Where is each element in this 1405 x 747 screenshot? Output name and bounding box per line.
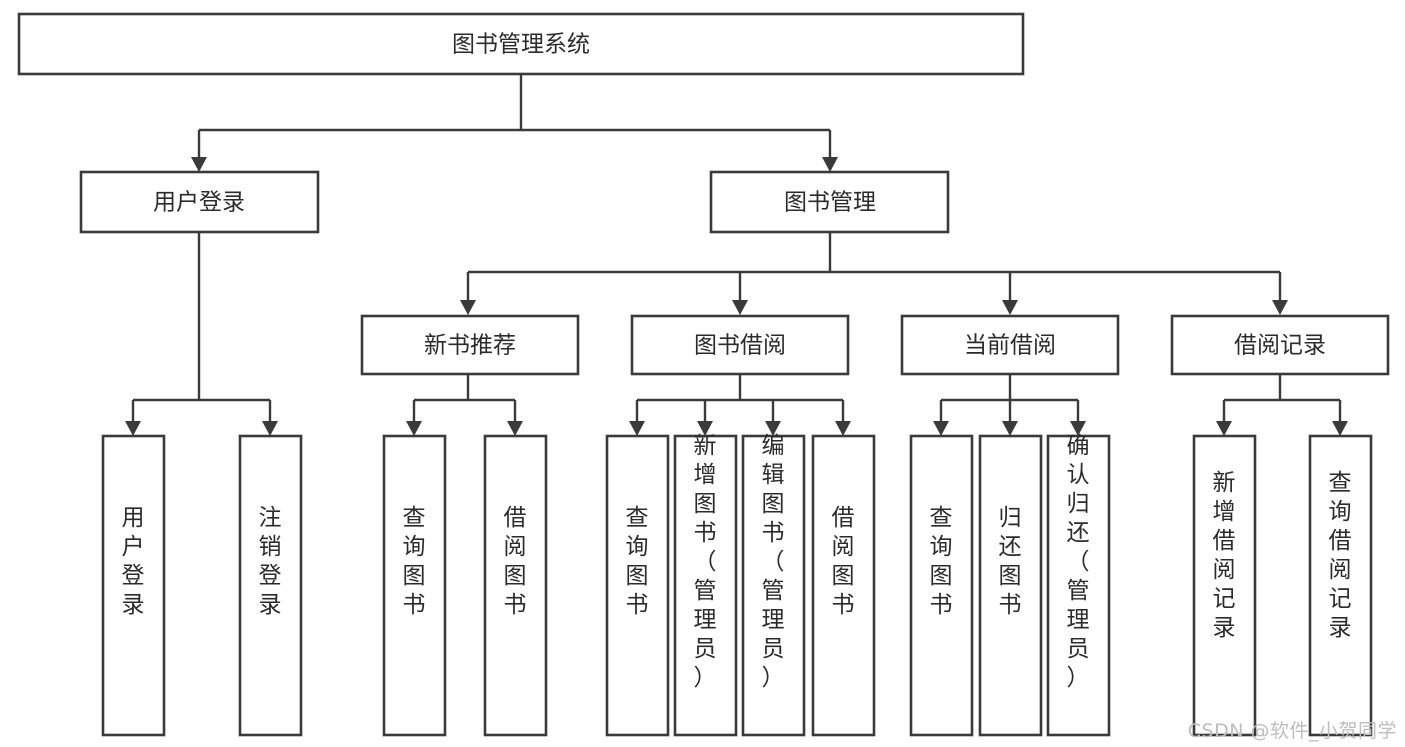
arrow-bookmgmt-to-record (1272, 300, 1288, 315)
leaf-cb-query-book-label: 查询图书 (930, 505, 953, 618)
leaf-node[interactable]: 查询图书 (605, 434, 670, 737)
leaf-logout-label: 注销登录 (259, 505, 282, 618)
arrow-root-to-bookmgmt (822, 157, 838, 172)
node-root-system[interactable]: 图书管理系统 (17, 12, 1025, 76)
leaf-bb-edit-book-label: 编辑图书（管理员） (762, 433, 785, 691)
leaf-node[interactable]: 借阅图书 (811, 434, 876, 737)
leaf-br-query-record-label: 查询借阅记录 (1329, 470, 1352, 641)
csdn-watermark: CSDN @软件_小贺同学 (1187, 720, 1397, 742)
leaf-node[interactable]: 用户登录 (101, 434, 166, 737)
leaf-node[interactable]: 归还图书 (978, 434, 1043, 737)
node-current-borrow-label: 当前借阅 (964, 333, 1056, 359)
leaf-nb-borrow-book-label: 借阅图书 (504, 505, 527, 618)
leaf-bb-edit-book-box[interactable] (741, 434, 806, 737)
node-root-box[interactable] (17, 12, 1025, 76)
leaf-node[interactable]: 注销登录 (238, 434, 303, 737)
leaf-bb-borrow-book-box[interactable] (811, 434, 876, 737)
leaf-bb-add-book-label: 新增图书（管理员） (694, 433, 717, 691)
node-borrow-record-label: 借阅记录 (1234, 333, 1326, 359)
leaf-bb-query-book-label: 查询图书 (626, 505, 649, 618)
node-current-borrow[interactable]: 当前借阅 (900, 314, 1120, 376)
leaf-br-add-record-box[interactable] (1192, 434, 1257, 737)
leaf-node[interactable]: 查询图书 (382, 434, 447, 737)
node-book-borrow[interactable]: 图书借阅 (630, 314, 850, 376)
node-user-login[interactable]: 用户登录 (79, 170, 320, 234)
leaf-logout-box[interactable] (238, 434, 303, 737)
connector-group-root (191, 74, 838, 172)
arrow-borrow-leaf-1 (629, 421, 645, 436)
leaf-br-add-record-label: 新增借阅记录 (1213, 470, 1236, 641)
leaf-cb-return-book-label: 归还图书 (999, 505, 1022, 618)
connector-group-login (125, 232, 278, 436)
connector-group-bookmgmt (460, 232, 1288, 315)
leaf-node[interactable]: 借阅图书 (483, 434, 548, 737)
connector-group-newbook (406, 374, 523, 436)
arrow-record-leaf-1 (1216, 421, 1232, 436)
arrow-login-leaf-1 (125, 421, 141, 436)
node-book-management-label: 图书管理 (784, 190, 876, 216)
node-book-borrow-label: 图书借阅 (694, 333, 786, 359)
leaf-node[interactable]: 新增借阅记录 (1192, 434, 1257, 737)
connector-group-current (933, 374, 1086, 436)
connector-group-borrow (629, 374, 851, 436)
node-user-login-box[interactable] (79, 170, 320, 234)
arrow-borrow-leaf-4 (835, 421, 851, 436)
leaf-user-login-box[interactable] (101, 434, 166, 737)
arrow-current-leaf-1 (933, 421, 949, 436)
leaf-cb-return-book-box[interactable] (978, 434, 1043, 737)
leaf-node[interactable]: 查询借阅记录 (1308, 434, 1373, 737)
leaf-node[interactable]: 新增图书（管理员） (673, 433, 738, 737)
node-new-book-recommend-label: 新书推荐 (424, 333, 516, 359)
leaf-bb-query-book-box[interactable] (605, 434, 670, 737)
node-book-borrow-box[interactable] (630, 314, 850, 376)
node-borrow-record[interactable]: 借阅记录 (1170, 314, 1390, 376)
arrow-bookmgmt-to-newbook (460, 300, 476, 315)
leaf-cb-confirm-return-label: 确认归还（管理员） (1067, 433, 1090, 691)
leaf-bb-add-book-box[interactable] (673, 434, 738, 737)
arrow-login-leaf-2 (262, 421, 278, 436)
arrow-bookmgmt-to-current (1002, 300, 1018, 315)
leaf-node[interactable]: 编辑图书（管理员） (741, 433, 806, 737)
leaf-nb-borrow-book-box[interactable] (483, 434, 548, 737)
arrow-current-leaf-2 (1002, 421, 1018, 436)
node-book-management-box[interactable] (709, 170, 950, 234)
leaf-node[interactable]: 查询图书 (909, 434, 974, 737)
leaf-nb-query-book-box[interactable] (382, 434, 447, 737)
leaf-cb-query-book-box[interactable] (909, 434, 974, 737)
leaf-nb-query-book-label: 查询图书 (403, 505, 426, 618)
leaf-bb-borrow-book-label: 借阅图书 (832, 505, 855, 618)
node-root-label: 图书管理系统 (452, 32, 590, 58)
leaf-node[interactable]: 确认归还（管理员） (1046, 433, 1111, 737)
node-new-book-recommend[interactable]: 新书推荐 (360, 314, 580, 376)
connector-group-record (1216, 374, 1348, 436)
arrow-newbook-leaf-1 (406, 421, 422, 436)
arrow-bookmgmt-to-borrow (732, 300, 748, 315)
leaf-cb-confirm-return-box[interactable] (1046, 434, 1111, 737)
node-new-book-recommend-box[interactable] (360, 314, 580, 376)
node-current-borrow-box[interactable] (900, 314, 1120, 376)
arrow-record-leaf-2 (1332, 421, 1348, 436)
arrow-root-to-login (191, 157, 207, 172)
node-borrow-record-box[interactable] (1170, 314, 1390, 376)
leaf-user-login-label: 用户登录 (122, 505, 145, 618)
arrow-newbook-leaf-2 (507, 421, 523, 436)
node-book-management[interactable]: 图书管理 (709, 170, 950, 234)
leaf-br-query-record-box[interactable] (1308, 434, 1373, 737)
node-user-login-label: 用户登录 (153, 190, 245, 216)
